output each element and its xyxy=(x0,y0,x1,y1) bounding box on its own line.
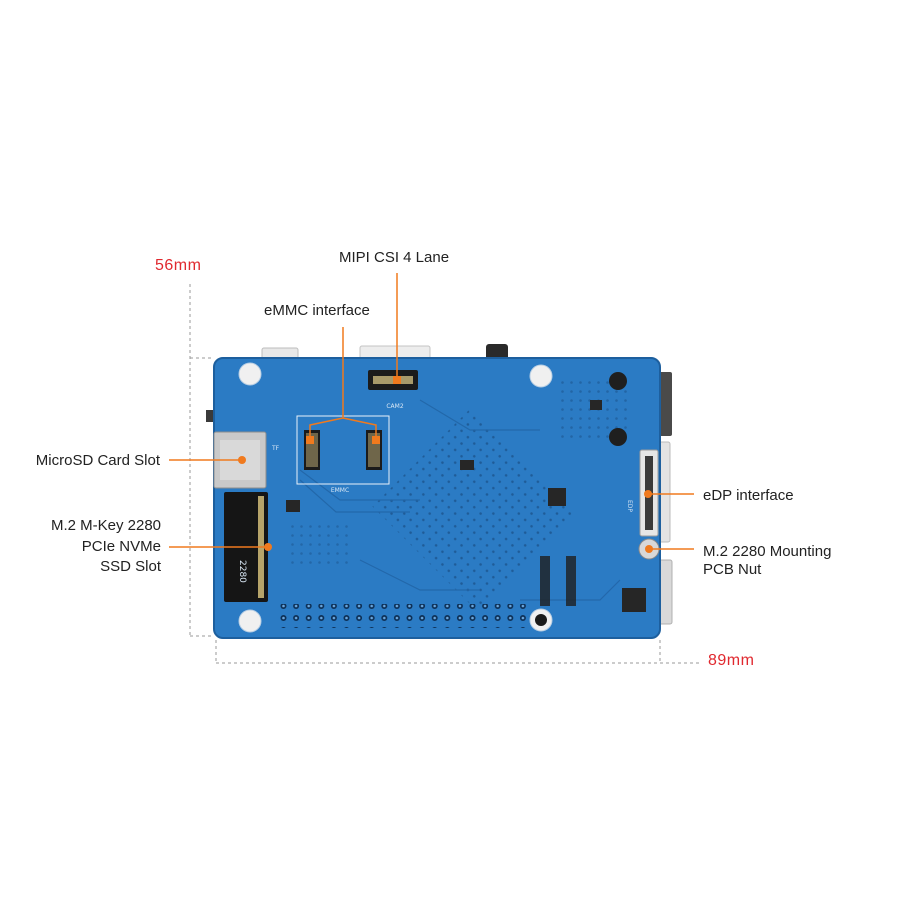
standoff-holes xyxy=(609,372,627,446)
edp-silkscreen: EDP xyxy=(626,500,633,512)
callout-markers xyxy=(306,376,401,444)
mounting-holes xyxy=(238,362,553,633)
edp-interface-label: eDP interface xyxy=(703,487,794,504)
emmc-interface-label: eMMC interface xyxy=(264,302,370,319)
gpio-header xyxy=(276,604,530,628)
edp-connector: EDP xyxy=(626,449,659,537)
height-dimension-label: 56mm xyxy=(155,257,202,274)
tf-silkscreen: TF xyxy=(271,445,280,452)
m2-silkscreen: 2280 xyxy=(237,560,247,583)
width-dimension-label: 89mm xyxy=(708,652,755,669)
emmc-silkscreen: EMMC xyxy=(331,487,349,494)
m2-slot-label-line1: M.2 M-Key 2280 xyxy=(50,517,161,534)
mounting-nut-label-line2: PCB Nut xyxy=(703,561,762,578)
microsd-slot-label: MicroSD Card Slot xyxy=(35,452,160,469)
cam-silkscreen: CAM2 xyxy=(386,403,403,410)
mipi-csi-label: MIPI CSI 4 Lane xyxy=(339,249,450,266)
board-components xyxy=(286,400,646,612)
mounting-nut-label-line1: M.2 2280 Mounting xyxy=(703,543,832,560)
m2-slot-label-line2: PCIe NVMe xyxy=(81,538,161,555)
m2-slot-label-line3: SSD Slot xyxy=(100,558,161,575)
callout-lines xyxy=(169,273,694,550)
